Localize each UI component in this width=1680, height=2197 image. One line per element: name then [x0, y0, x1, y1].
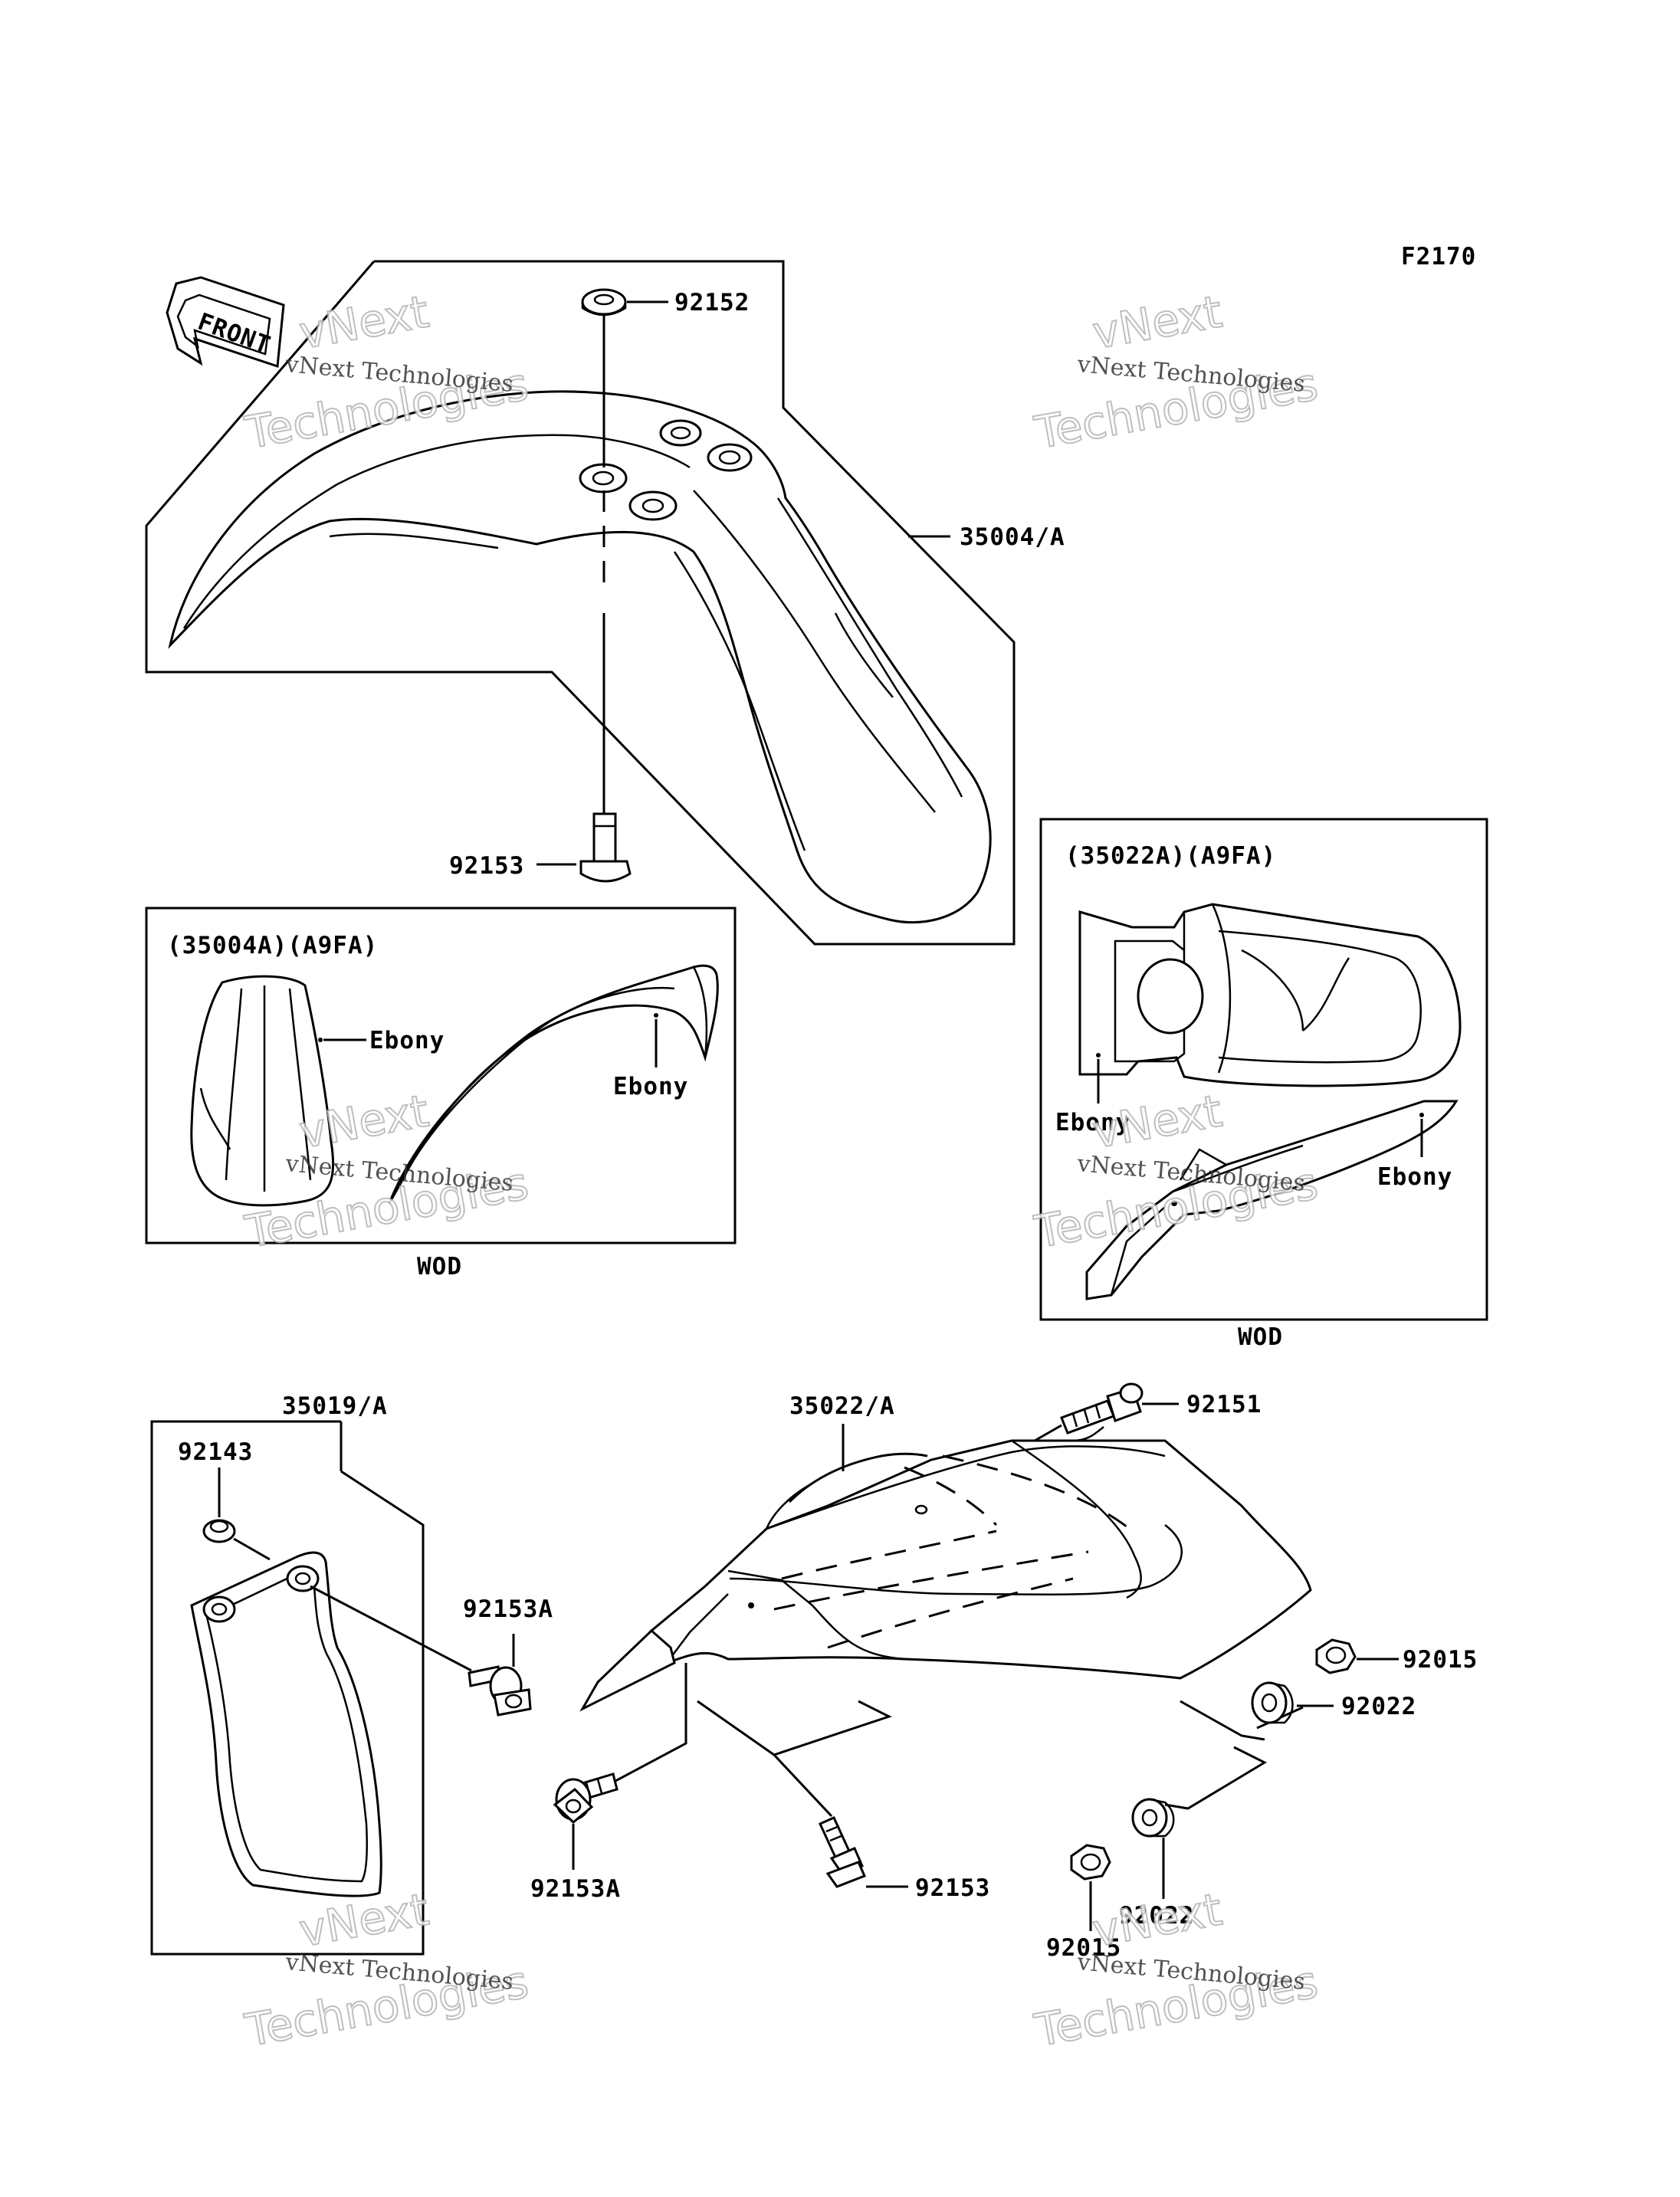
nut-92015-lower [1070, 1844, 1111, 1881]
callout-92022-lower: 92022 [1119, 1902, 1194, 1930]
callout-35019a: 35019/A [282, 1392, 388, 1420]
inset-right-color-1: Ebony [1055, 1109, 1130, 1136]
number-plate-group: 35019/A 92143 [150, 1392, 472, 1956]
inset-right: (35022A)(A9FA) Ebony Ebony WOD [1039, 818, 1488, 1351]
inset-left: (35004A)(A9FA) Ebony Ebony WOD [145, 907, 737, 1280]
grommet-92143 [202, 1519, 236, 1543]
inset-right-color-2: Ebony [1377, 1163, 1452, 1191]
bolt-92153-top [579, 812, 632, 883]
screw-92153a-lower [553, 1772, 619, 1825]
nut-92015-right [1315, 1638, 1357, 1674]
callout-92153a-left: 92153A [530, 1875, 621, 1903]
callout-92153-top: 92153 [449, 852, 524, 880]
callout-92153a-right: 92153A [463, 1595, 553, 1623]
callout-92015: 92015 [1403, 1646, 1478, 1674]
watermark-6: vNext Technologies vNext Technologies [1030, 1882, 1323, 2058]
callout-92022-upper: 92022 [1341, 1693, 1416, 1720]
washer-92152 [581, 288, 627, 316]
callout-92153-bottom: 92153 [915, 1874, 990, 1902]
screw-92153a-plate [468, 1665, 532, 1717]
inset-right-title: (35022A)(A9FA) [1065, 842, 1276, 870]
svg-text:vNext: vNext [1089, 1883, 1226, 1956]
inset-right-caption: WOD [1238, 1323, 1283, 1351]
front-arrow-icon: FRONT [166, 276, 285, 369]
inset-left-title: (35004A)(A9FA) [167, 932, 378, 959]
svg-text:vNext: vNext [1089, 285, 1226, 359]
washer-92022-upper [1251, 1681, 1294, 1724]
screw-92153-bottom [819, 1816, 867, 1888]
callout-92151: 92151 [1186, 1391, 1262, 1418]
callout-35004a: 35004/A [960, 523, 1065, 551]
inset-left-color-2: Ebony [613, 1073, 688, 1100]
inset-left-color-1: Ebony [369, 1027, 445, 1054]
svg-text:vNext: vNext [296, 285, 433, 359]
inset-left-caption: WOD [417, 1253, 462, 1280]
callout-92143: 92143 [178, 1438, 253, 1466]
figure-code: F2170 [1401, 243, 1476, 271]
watermark-5: vNext Technologies vNext Technologies [241, 1882, 533, 2058]
callout-92015-lower: 92015 [1046, 1934, 1121, 1962]
front-fender [145, 260, 1016, 946]
callout-35022a: 35022/A [789, 1392, 895, 1420]
bolt-92151 [1060, 1382, 1144, 1435]
rear-fender [579, 1426, 1312, 1712]
svg-text:vNext: vNext [1089, 1084, 1226, 1158]
watermark-2: vNext Technologies vNext Technologies [1030, 284, 1323, 460]
callout-92152: 92152 [674, 289, 750, 316]
washer-92022-lower [1131, 1798, 1175, 1838]
